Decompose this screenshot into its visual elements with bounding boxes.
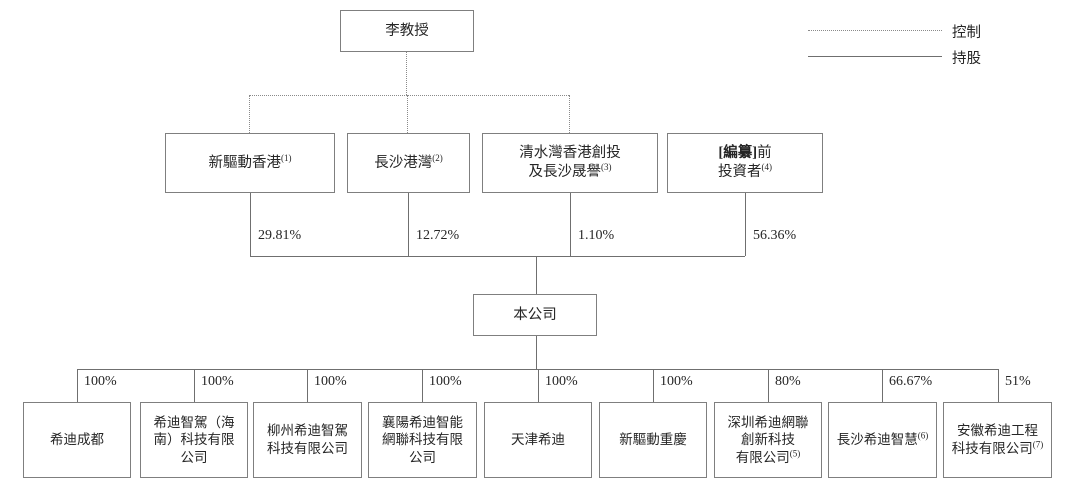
company-name: 安徽希迪工程: [957, 423, 1038, 439]
company-name: 網聯科技有限: [382, 432, 463, 448]
legend-shareholding-line: [808, 56, 942, 57]
footnote-marker: (2): [432, 152, 443, 163]
connector-sub-drop-9: [998, 369, 999, 402]
company-name: 公司: [180, 449, 208, 465]
connector-sub-drop-8: [882, 369, 883, 402]
company-name: 長沙港灣: [374, 154, 433, 171]
connector-sub-drop-5: [538, 369, 539, 402]
node-sub-xinqudong-chongqing: 新驅動重慶: [599, 402, 707, 478]
company-name: 南）科技有限: [153, 432, 235, 448]
node-sub-xidi-chengdu: 希迪成都: [23, 402, 131, 478]
ownership-percent: 100%: [429, 374, 462, 389]
ownership-percent: 1.10%: [578, 228, 615, 243]
connector-owner-drop-2: [408, 193, 409, 256]
connector-control-drop-3: [569, 95, 570, 133]
connector-sub-drop-2: [194, 369, 195, 402]
connector-sub-drop-1: [77, 369, 78, 402]
ownership-percent: 100%: [84, 374, 117, 389]
legend-control-label: 控制: [952, 25, 981, 41]
footnote-marker: (6): [917, 430, 929, 441]
connector-owner-drop-1: [250, 193, 251, 256]
footnote-marker: (4): [761, 162, 773, 173]
footnote-marker: (3): [601, 162, 612, 173]
connector-sub-drop-7: [768, 369, 769, 402]
ownership-percent: 100%: [201, 374, 234, 389]
node-sub-anhui-xidi: 安徽希迪工程 科技有限公司(7): [943, 402, 1052, 478]
company-name: 希迪智駕（海: [153, 414, 235, 430]
company-name: 前: [757, 145, 772, 162]
node-the-company: 本公司: [473, 294, 597, 336]
company-name: 科技有限公司: [267, 441, 348, 456]
connector-sub-drop-4: [422, 369, 423, 402]
node-sub-xiangyang-xidi: 襄陽希迪智能 網聯科技有限 公司: [368, 402, 477, 478]
connector-owner-drop-3: [570, 193, 571, 256]
company-name: 有限公司: [735, 449, 790, 465]
company-name: 公司: [409, 449, 436, 465]
company-name: 天津希迪: [511, 432, 565, 448]
company-name: 新驅動香港: [208, 154, 282, 171]
connector-control-hline: [249, 95, 569, 96]
company-name: 深圳希迪網聯: [727, 414, 809, 430]
legend-shareholding-label: 持股: [952, 51, 981, 67]
connector-company-in: [536, 256, 537, 294]
company-name: 創新科技: [741, 432, 795, 448]
node-owner-pre-investors: [編纂]前 投資者(4): [667, 133, 823, 193]
company-name: 新驅動重慶: [619, 432, 687, 448]
legend-control-line: [808, 30, 942, 31]
footnote-marker: (5): [789, 448, 801, 459]
connector-subsidiary-hline: [77, 369, 998, 370]
company-name: 及長沙晟譽: [528, 164, 602, 180]
connector-company-out: [536, 336, 537, 369]
connector-root-drop: [406, 52, 407, 95]
redaction-tag: [編纂]: [718, 145, 758, 162]
company-name: 投資者: [718, 164, 762, 180]
connector-control-drop-2: [407, 95, 408, 133]
node-owner-changsha-gangwan: 長沙港灣(2): [347, 133, 470, 193]
node-professor-li: 李教授: [340, 10, 474, 52]
company-name: 清水灣香港創投: [519, 145, 621, 162]
company-name: 科技有限公司: [951, 441, 1033, 456]
ownership-percent: 66.67%: [889, 374, 933, 389]
connector-owner-hline: [250, 256, 745, 257]
node-sub-xidi-hainan: 希迪智駕（海 南）科技有限 公司: [140, 402, 248, 478]
company-name: 長沙希迪智慧: [836, 432, 918, 448]
connector-control-drop-1: [249, 95, 250, 133]
company-name: 襄陽希迪智能: [382, 414, 463, 430]
company-name: 希迪成都: [50, 432, 104, 448]
footnote-marker: (1): [281, 152, 292, 163]
connector-sub-drop-3: [307, 369, 308, 402]
connector-owner-drop-4: [745, 193, 746, 256]
company-name: 李教授: [385, 22, 429, 39]
ownership-percent: 100%: [545, 374, 578, 389]
node-sub-liuzhou-xidi: 柳州希迪智駕 科技有限公司: [253, 402, 362, 478]
company-name: 柳州希迪智駕: [267, 423, 348, 439]
ownership-percent: 100%: [314, 374, 347, 389]
connector-sub-drop-6: [653, 369, 654, 402]
node-owner-xinqudong-hk: 新驅動香港(1): [165, 133, 335, 193]
ownership-percent: 80%: [775, 374, 801, 389]
node-sub-tianjin-xidi: 天津希迪: [484, 402, 592, 478]
ownership-percent: 29.81%: [258, 228, 302, 243]
ownership-percent: 100%: [660, 374, 693, 389]
node-owner-qingshuiwan: 清水灣香港創投 及長沙晟譽(3): [482, 133, 658, 193]
company-name: 本公司: [513, 306, 557, 323]
ownership-percent: 51%: [1005, 374, 1031, 389]
node-sub-shenzhen-xidi: 深圳希迪網聯 創新科技 有限公司(5): [714, 402, 822, 478]
node-sub-changsha-xidi-zhihui: 長沙希迪智慧(6): [828, 402, 937, 478]
footnote-marker: (7): [1032, 439, 1044, 450]
ownership-percent: 12.72%: [416, 228, 460, 243]
ownership-percent: 56.36%: [753, 228, 797, 243]
